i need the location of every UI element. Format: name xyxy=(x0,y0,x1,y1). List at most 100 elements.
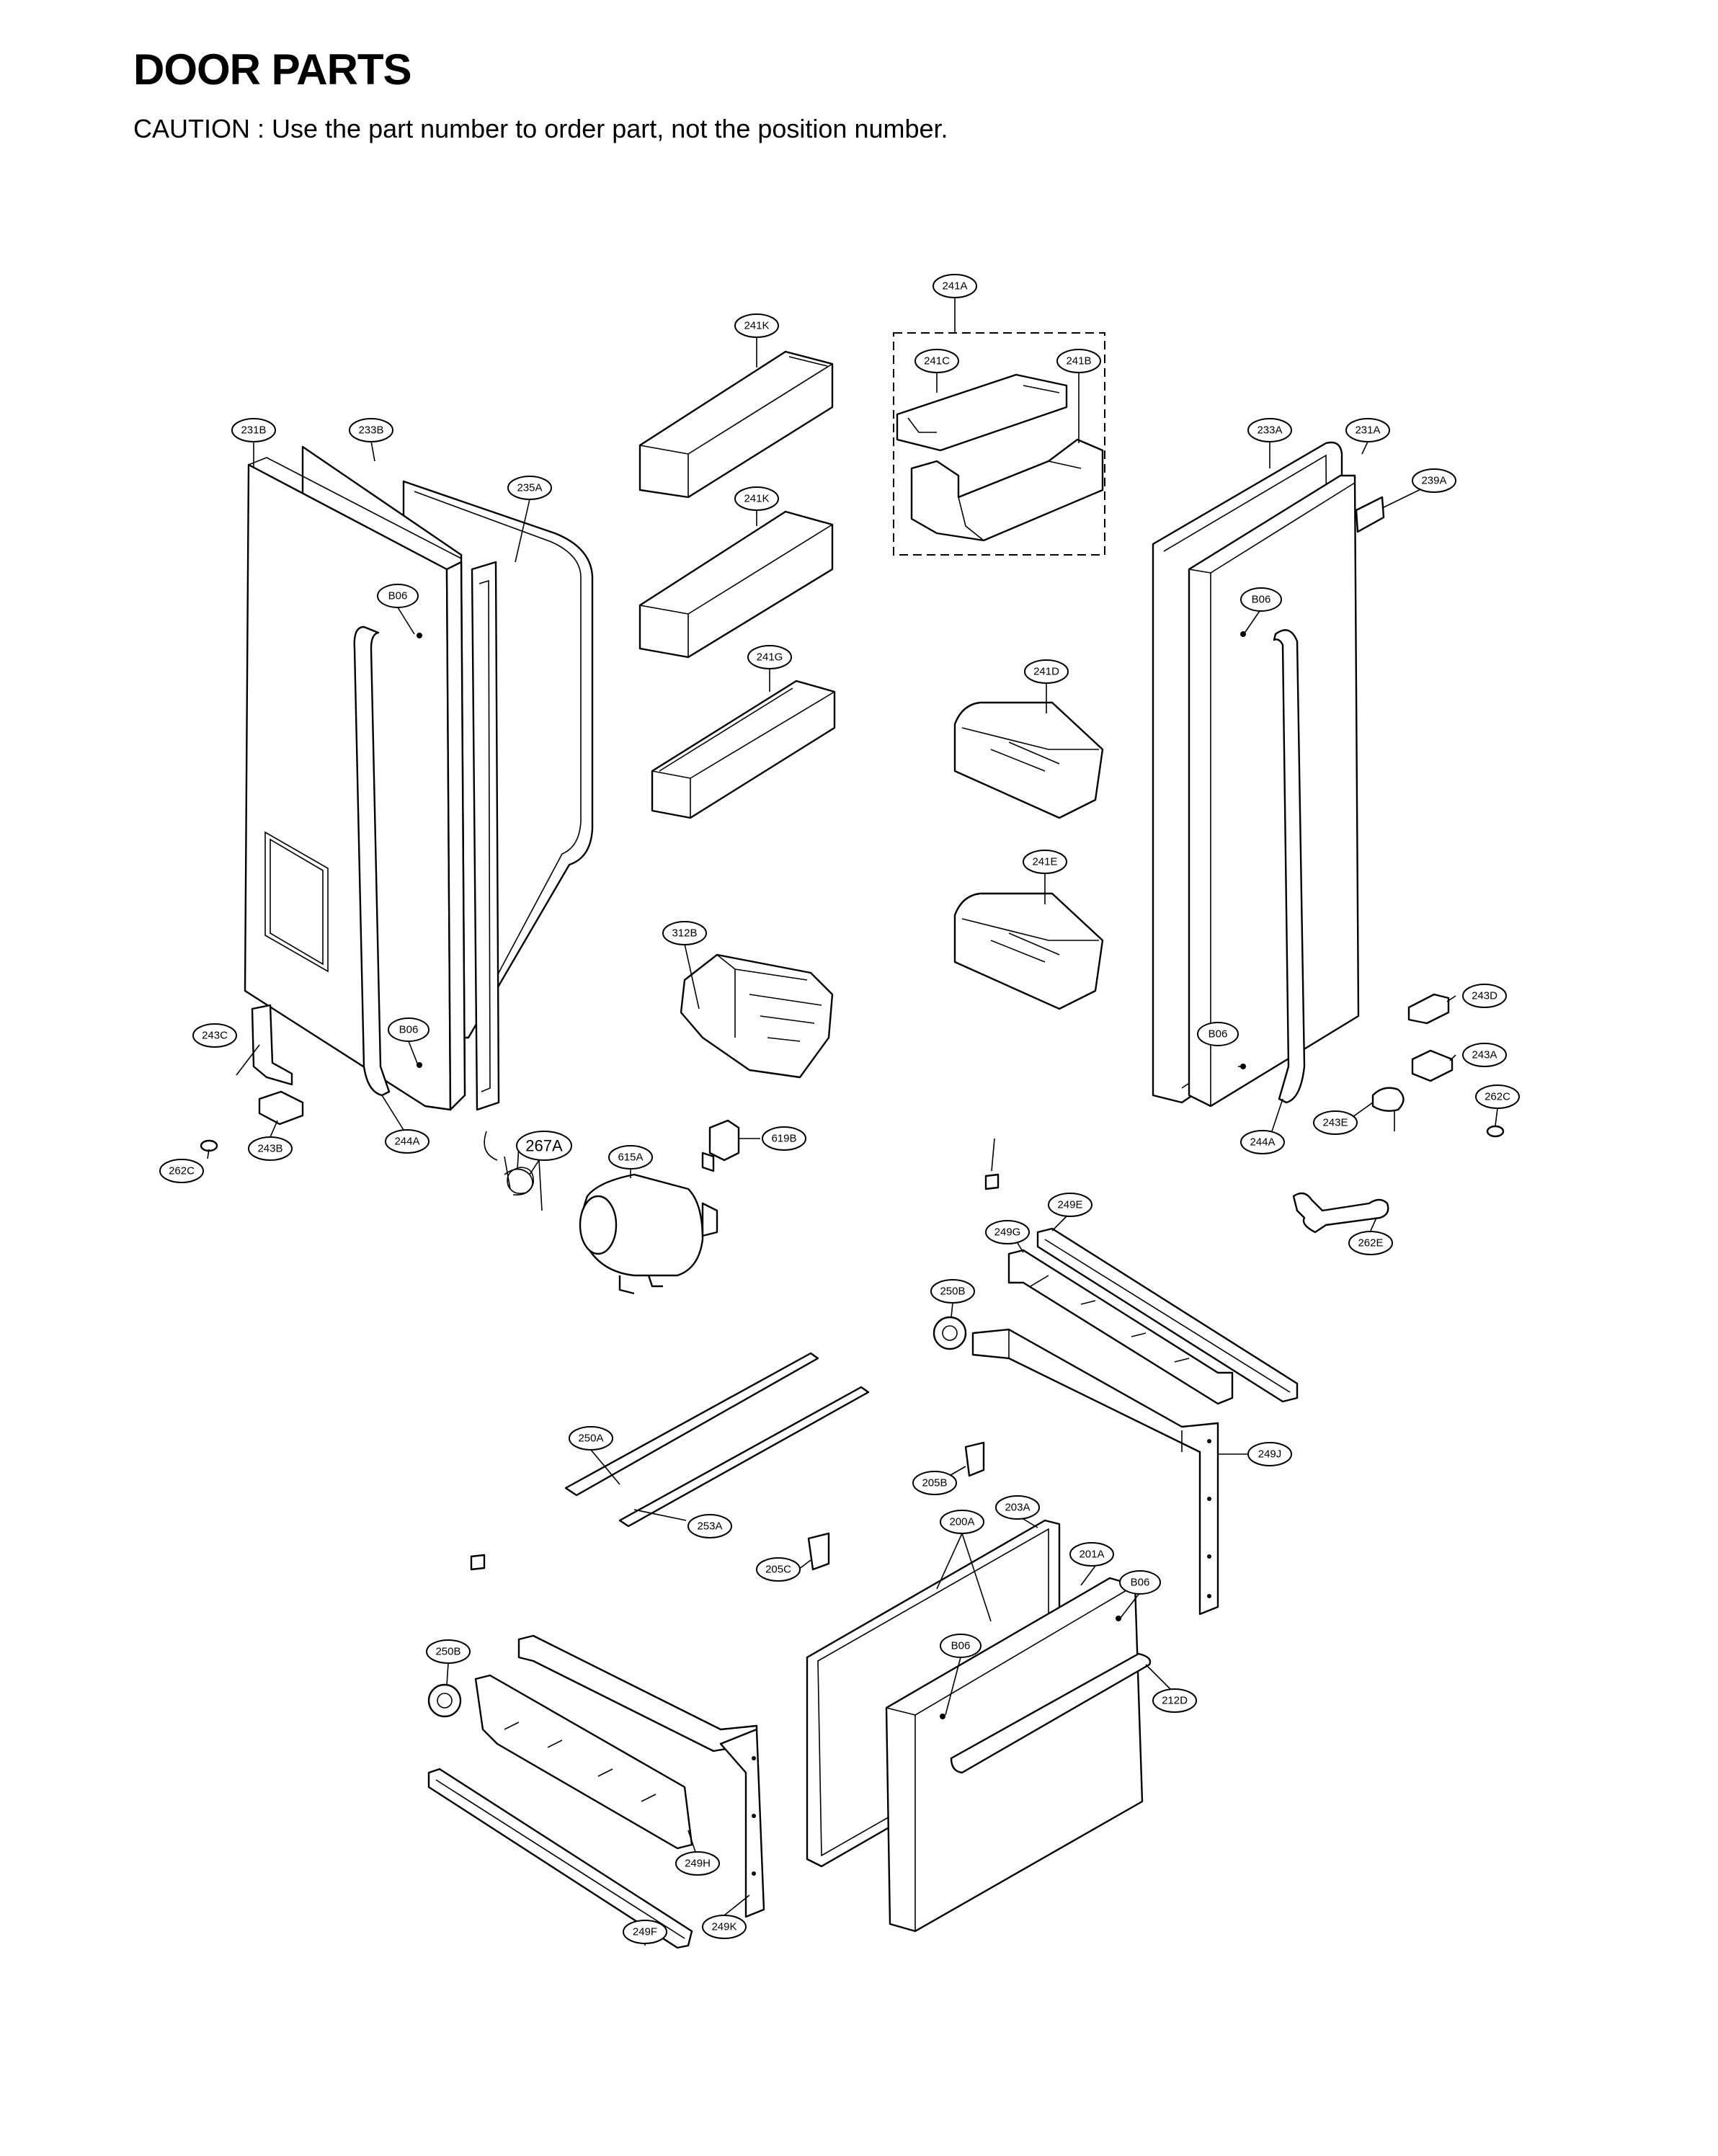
svg-text:262E: 262E xyxy=(1358,1237,1383,1250)
callout-203A: 203A xyxy=(995,1495,1040,1520)
svg-text:244A: 244A xyxy=(1250,1136,1275,1149)
callout-262E: 262E xyxy=(1348,1231,1393,1255)
callout-241G: 241G xyxy=(747,645,792,669)
callout-250B-top: 250B xyxy=(930,1279,975,1304)
svg-text:B06: B06 xyxy=(1209,1028,1228,1041)
svg-text:231A: 231A xyxy=(1355,424,1380,437)
svg-text:241K: 241K xyxy=(744,493,769,505)
svg-text:231B: 231B xyxy=(241,424,266,437)
callout-239A: 239A xyxy=(1412,468,1456,493)
svg-text:243A: 243A xyxy=(1472,1049,1497,1061)
callout-B06-left-top: B06 xyxy=(377,584,419,608)
callout-619B: 619B xyxy=(762,1126,806,1151)
callout-249H: 249H xyxy=(675,1851,720,1876)
callout-205B: 205B xyxy=(912,1471,957,1495)
svg-text:241E: 241E xyxy=(1032,856,1057,868)
callout-243E: 243E xyxy=(1313,1110,1358,1135)
callout-267A: 267A xyxy=(516,1131,572,1161)
callout-243A: 243A xyxy=(1462,1043,1507,1067)
callout-312B: 312B xyxy=(662,921,707,945)
small-clips xyxy=(470,1441,985,1571)
svg-text:205C: 205C xyxy=(765,1564,791,1576)
callout-B06-left-bottom: B06 xyxy=(388,1017,430,1042)
callout-241D: 241D xyxy=(1024,659,1069,684)
svg-text:241K: 241K xyxy=(744,320,769,332)
svg-text:241D: 241D xyxy=(1033,666,1059,678)
callout-235A: 235A xyxy=(507,476,552,500)
freezer-drawer-assembly xyxy=(806,1519,1152,1933)
pump-and-valve xyxy=(579,1119,740,1295)
callout-262C-left: 262C xyxy=(159,1159,204,1183)
svg-text:243C: 243C xyxy=(202,1030,228,1042)
callout-233B: 233B xyxy=(349,418,393,442)
callout-B06-right-top: B06 xyxy=(1240,587,1282,612)
svg-text:241A: 241A xyxy=(942,280,967,293)
callout-231A: 231A xyxy=(1345,418,1390,442)
left-hinge-parts xyxy=(200,1004,543,1211)
svg-text:B06: B06 xyxy=(1131,1577,1150,1589)
callout-205C: 205C xyxy=(756,1557,801,1582)
svg-text:B06: B06 xyxy=(399,1024,419,1036)
svg-text:249F: 249F xyxy=(633,1926,657,1938)
svg-text:243B: 243B xyxy=(257,1143,282,1155)
svg-text:243E: 243E xyxy=(1322,1117,1348,1129)
callout-249E: 249E xyxy=(1048,1193,1092,1217)
page-title: DOOR PARTS xyxy=(133,45,412,94)
callout-262C-right: 262C xyxy=(1475,1084,1520,1109)
right-hinge-parts xyxy=(984,993,1505,1234)
svg-text:241B: 241B xyxy=(1066,355,1091,368)
svg-text:253A: 253A xyxy=(697,1520,722,1533)
callout-200A: 200A xyxy=(940,1510,984,1534)
svg-text:615A: 615A xyxy=(618,1152,643,1164)
callout-241K-middle: 241K xyxy=(734,486,779,511)
callout-249J: 249J xyxy=(1247,1442,1292,1466)
callout-241C: 241C xyxy=(914,349,959,373)
caution-note: CAUTION : Use the part number to order p… xyxy=(133,114,948,143)
callout-241E: 241E xyxy=(1023,850,1067,874)
svg-text:249H: 249H xyxy=(685,1858,711,1870)
right-door-assembly xyxy=(1152,441,1385,1108)
svg-text:250B: 250B xyxy=(435,1646,460,1658)
callout-244A-right: 244A xyxy=(1240,1130,1285,1154)
svg-text:249E: 249E xyxy=(1057,1199,1082,1211)
svg-text:312B: 312B xyxy=(672,927,697,940)
svg-text:267A: 267A xyxy=(525,1137,563,1155)
callout-244A-left: 244A xyxy=(385,1129,430,1154)
svg-text:235A: 235A xyxy=(517,482,542,494)
svg-text:B06: B06 xyxy=(1252,594,1271,606)
svg-text:249G: 249G xyxy=(994,1226,1021,1239)
svg-text:B06: B06 xyxy=(951,1640,971,1652)
callout-243C: 243C xyxy=(192,1023,237,1048)
callout-B06-drawer-right: B06 xyxy=(1119,1570,1161,1595)
svg-text:262C: 262C xyxy=(169,1165,195,1177)
callout-615A: 615A xyxy=(608,1145,653,1170)
callout-243B: 243B xyxy=(248,1136,293,1161)
freezer-rail-lower-assembly xyxy=(427,1634,765,1949)
callout-231B: 231B xyxy=(231,418,276,442)
svg-text:205B: 205B xyxy=(922,1477,947,1489)
svg-text:239A: 239A xyxy=(1421,475,1446,487)
callout-241B: 241B xyxy=(1056,349,1101,373)
svg-text:250A: 250A xyxy=(578,1433,603,1445)
door-bins xyxy=(638,332,1105,1010)
svg-text:200A: 200A xyxy=(949,1516,974,1528)
svg-text:233A: 233A xyxy=(1257,424,1282,437)
callout-243D: 243D xyxy=(1462,984,1507,1008)
callout-249G: 249G xyxy=(985,1220,1030,1244)
callout-250B-bottom: 250B xyxy=(426,1639,471,1664)
svg-text:201A: 201A xyxy=(1079,1549,1104,1561)
callout-212D: 212D xyxy=(1152,1688,1197,1713)
callout-241K-top: 241K xyxy=(734,313,779,338)
callout-249F: 249F xyxy=(623,1920,667,1944)
callout-250A: 250A xyxy=(569,1426,613,1451)
svg-text:249K: 249K xyxy=(711,1921,736,1933)
svg-text:249J: 249J xyxy=(1258,1448,1282,1461)
svg-text:619B: 619B xyxy=(771,1133,796,1145)
svg-text:B06: B06 xyxy=(388,590,408,602)
callout-B06-drawer-left: B06 xyxy=(940,1634,982,1658)
ice-bucket-bracket xyxy=(680,953,834,1079)
callout-201A: 201A xyxy=(1069,1542,1114,1567)
svg-text:241G: 241G xyxy=(757,651,783,664)
trim-strips xyxy=(564,1352,870,1528)
